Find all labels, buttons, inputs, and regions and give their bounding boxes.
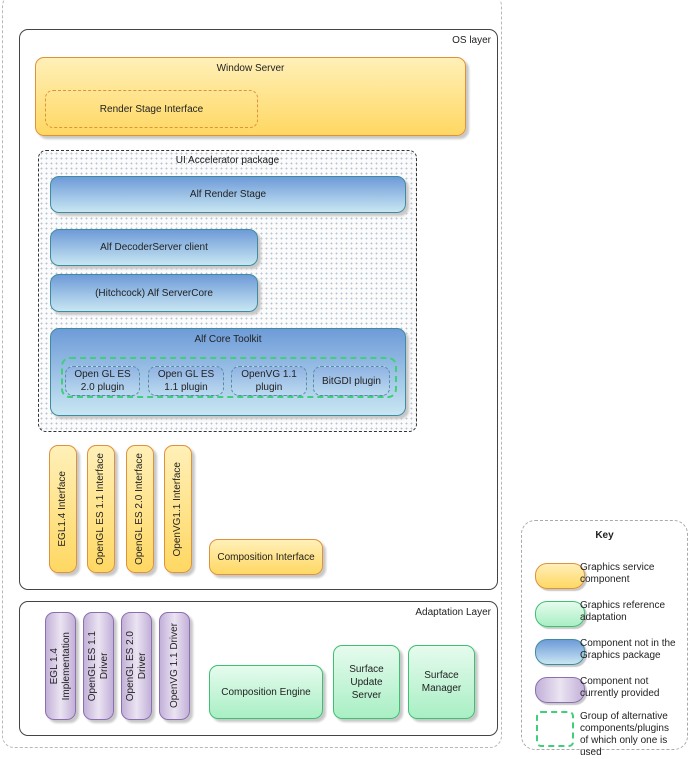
- driver-openvg-11[interactable]: OpenVG 1.1 Driver: [159, 612, 190, 720]
- window-server-label: Window Server: [216, 63, 285, 74]
- interface-opengl-es-20[interactable]: OpenGL ES 2.0 Interface: [126, 445, 154, 573]
- surface-update-server[interactable]: Surface Update Server: [333, 645, 400, 719]
- composition-engine[interactable]: Composition Engine: [209, 665, 323, 719]
- render-stage-interface[interactable]: Render Stage Interface: [45, 90, 258, 128]
- composition-engine-label: Composition Engine: [221, 686, 311, 698]
- alf-servercore-label: (Hitchcock) Alf ServerCore: [95, 287, 213, 299]
- alf-render-stage-label: Alf Render Stage: [189, 189, 267, 200]
- plugin-opengl-es-11[interactable]: Open GL ES 1.1 plugin: [148, 366, 224, 396]
- alf-decoderserver-client[interactable]: Alf DecoderServer client: [50, 229, 258, 266]
- plugin-label: BitGDI plugin: [322, 375, 381, 387]
- driver-label: OpenGL ES 2.0 Driver: [124, 630, 148, 702]
- plugin-opengl-es-20[interactable]: Open GL ES 2.0 plugin: [65, 366, 140, 396]
- plugin-alternatives-group: [61, 357, 397, 398]
- alf-servercore[interactable]: (Hitchcock) Alf ServerCore: [50, 274, 258, 312]
- legend-swatch-not-provided: [535, 677, 585, 703]
- render-stage-interface-label: Render Stage Interface: [99, 103, 204, 115]
- legend-label: Component not in the Graphics package: [580, 638, 676, 661]
- alf-render-stage[interactable]: Alf Render Stage: [50, 176, 406, 213]
- legend-label: Graphics reference adaptation: [580, 600, 666, 623]
- plugin-label: Open GL ES 2.0 plugin: [74, 369, 131, 393]
- legend-label: Component not currently provided: [580, 676, 660, 699]
- legend-swatch-graphics-reference: [535, 601, 585, 627]
- composition-interface-label: Composition Interface: [217, 551, 315, 563]
- interface-openvg-11[interactable]: OpenVG1.1 Interface: [164, 445, 192, 573]
- ui-accelerator-package-label: UI Accelerator package: [175, 155, 280, 166]
- legend-title: Key: [595, 530, 614, 541]
- legend-swatch-alternative-group: [536, 711, 574, 747]
- os-layer-label: OS layer: [452, 35, 491, 46]
- driver-egl-14[interactable]: EGL 1.4 Implementation: [45, 612, 76, 720]
- surface-update-server-label: Surface Update Server: [349, 663, 384, 701]
- legend-label: Group of alternative components/plugins …: [580, 711, 669, 758]
- surface-manager[interactable]: Surface Manager: [408, 645, 475, 719]
- plugin-bitgdi[interactable]: BitGDI plugin: [313, 366, 390, 396]
- interface-label: OpenGL ES 1.1 Interface: [95, 453, 106, 565]
- driver-opengl-es-11[interactable]: OpenGL ES 1.1 Driver: [83, 612, 114, 720]
- interface-opengl-es-11[interactable]: OpenGL ES 1.1 Interface: [87, 445, 115, 573]
- legend: Key Graphics service component Graphics …: [521, 520, 688, 758]
- interface-label: EGL1.4 Interface: [57, 471, 68, 547]
- legend-swatch-graphics-service: [535, 563, 585, 589]
- driver-label: OpenGL ES 1.1 Driver: [86, 630, 110, 702]
- interface-label: OpenGL ES 2.0 Interface: [134, 453, 145, 565]
- legend-label: Graphics service component: [580, 562, 655, 585]
- plugin-label: OpenVG 1.1 plugin: [241, 369, 297, 393]
- plugin-openvg-11[interactable]: OpenVG 1.1 plugin: [231, 366, 307, 396]
- driver-opengl-es-20[interactable]: OpenGL ES 2.0 Driver: [121, 612, 152, 720]
- adaptation-layer-label: Adaptation Layer: [415, 607, 491, 618]
- interface-label: OpenVG1.1 Interface: [172, 461, 183, 557]
- driver-label: EGL 1.4 Implementation: [48, 631, 72, 701]
- driver-label: OpenVG 1.1 Driver: [168, 623, 180, 709]
- alf-decoderserver-client-label: Alf DecoderServer client: [100, 242, 208, 253]
- composition-interface[interactable]: Composition Interface: [209, 539, 323, 575]
- interface-egl-14[interactable]: EGL1.4 Interface: [49, 445, 77, 573]
- diagram-frame: [2, 0, 502, 748]
- legend-swatch-not-in-package: [535, 639, 585, 665]
- surface-manager-label: Surface Manager: [421, 670, 462, 694]
- plugin-label: Open GL ES 1.1 plugin: [157, 369, 215, 393]
- alf-core-toolkit-label: Alf Core Toolkit: [194, 334, 262, 345]
